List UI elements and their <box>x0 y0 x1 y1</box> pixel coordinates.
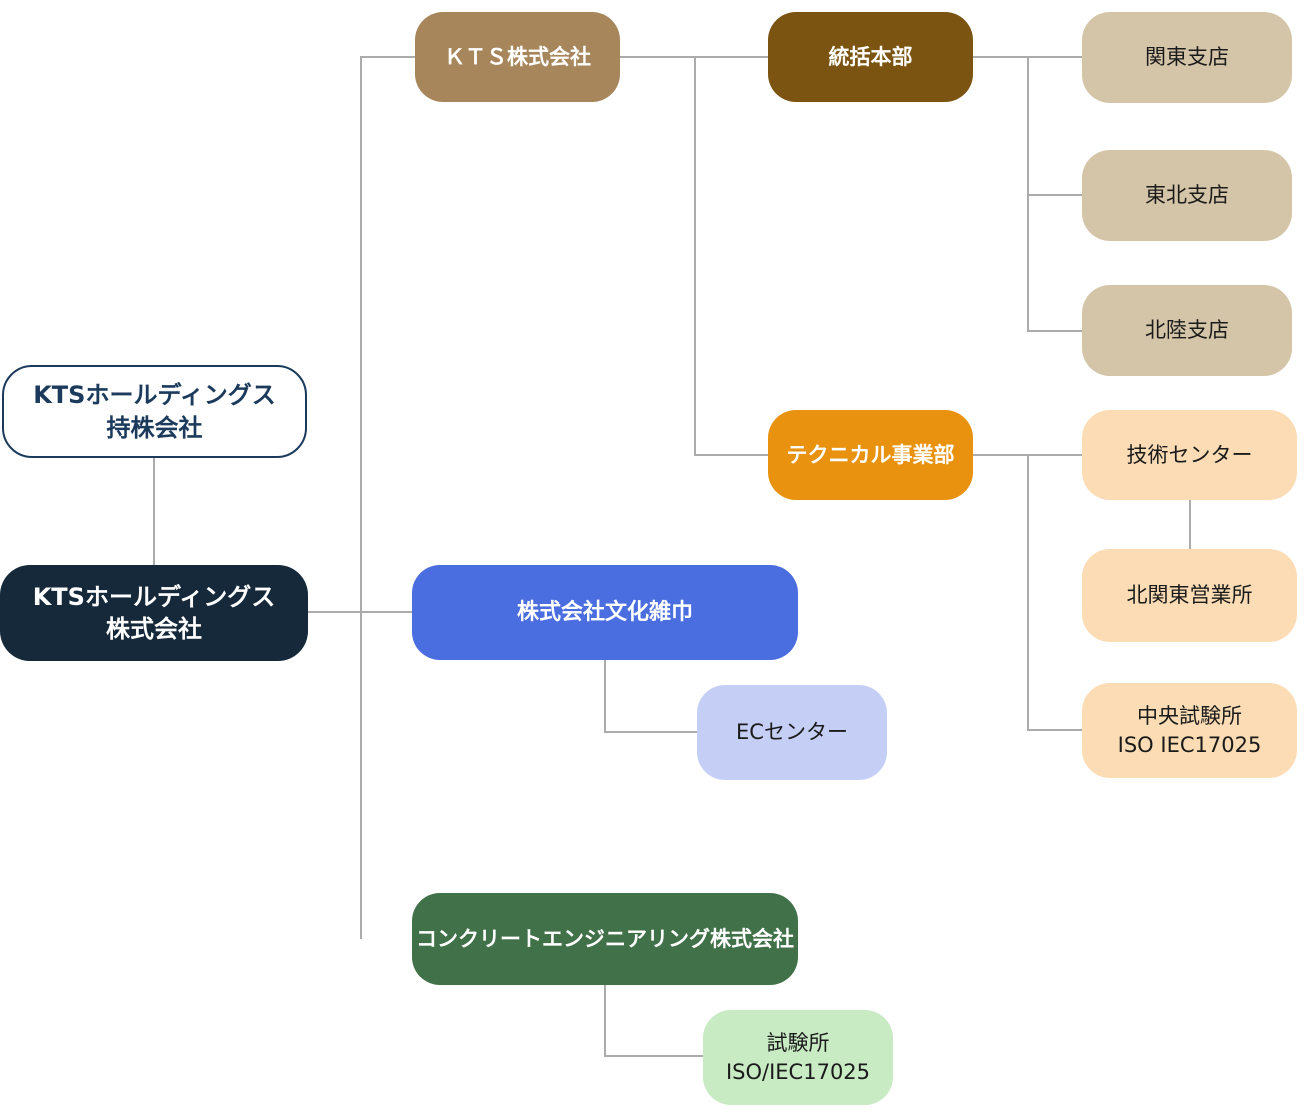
connector <box>604 985 606 1057</box>
node-bunka-zokin-company: 株式会社文化雑巾 <box>412 565 798 660</box>
connector <box>1029 56 1082 58</box>
node-hokuriku-branch: 北陸支店 <box>1082 285 1292 376</box>
node-concrete-engineering-company: コンクリートエンジニアリング株式会社 <box>412 893 798 985</box>
node-ec-center: ECセンター <box>697 685 887 780</box>
connector <box>973 56 1028 58</box>
connector <box>604 1055 703 1057</box>
node-tohoku-branch: 東北支店 <box>1082 150 1292 241</box>
connector <box>973 454 1028 456</box>
connector <box>696 454 768 456</box>
connector <box>620 56 695 58</box>
connector <box>694 56 696 456</box>
node-kitakanto-sales-office: 北関東営業所 <box>1082 549 1297 642</box>
connector <box>1029 330 1082 332</box>
connector <box>360 56 362 939</box>
node-kts-holdings-parent-company: KTSホールディングス 持株会社 <box>2 365 307 458</box>
connector <box>696 56 768 58</box>
node-general-headquarters: 統括本部 <box>768 12 973 102</box>
node-central-laboratory: 中央試験所 ISO IEC17025 <box>1082 683 1297 778</box>
connector <box>1027 454 1029 731</box>
node-kts-holdings-company: KTSホールディングス 株式会社 <box>0 565 308 661</box>
connector <box>1029 194 1082 196</box>
node-technical-division: テクニカル事業部 <box>768 410 973 500</box>
node-kanto-branch: 関東支店 <box>1082 12 1292 103</box>
connector <box>1027 56 1029 332</box>
connector <box>1029 729 1082 731</box>
connector <box>362 56 415 58</box>
node-laboratory: 試験所 ISO/IEC17025 <box>703 1010 893 1105</box>
connector <box>153 457 155 565</box>
connector <box>1029 454 1082 456</box>
connector <box>604 731 697 733</box>
connector <box>604 660 606 733</box>
node-kts-corporation: ＫＴＳ株式会社 <box>415 12 620 102</box>
connector <box>1189 500 1191 549</box>
node-technology-center: 技術センター <box>1082 410 1297 500</box>
